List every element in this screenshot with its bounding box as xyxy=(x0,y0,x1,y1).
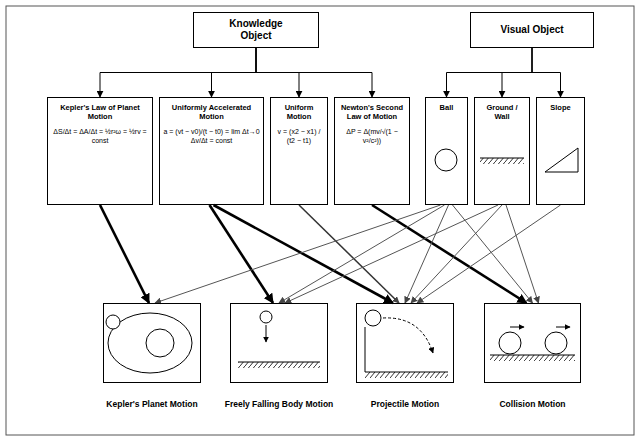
scene-frame xyxy=(230,303,328,383)
ground-hatch xyxy=(365,372,448,378)
visual-object-box: Ball xyxy=(425,97,468,205)
scene-frame xyxy=(103,303,201,383)
tree-connector xyxy=(447,48,533,97)
fall-arrow xyxy=(266,325,267,342)
projectile-ball xyxy=(365,310,381,326)
scene-box: Projectile Motion xyxy=(356,303,454,409)
wall-line xyxy=(365,327,366,372)
velocity-arrow xyxy=(510,327,524,328)
mapping-arrow xyxy=(453,205,533,303)
visual-object-box: Slope xyxy=(536,97,585,205)
tree-connector xyxy=(502,48,532,97)
box-heading: Uniform Motion xyxy=(274,103,324,121)
category-box: Knowledge Object xyxy=(193,12,319,48)
scene-box: Collision Motion xyxy=(484,303,581,409)
box-heading: Ball xyxy=(429,103,464,112)
formula-text: ΔP = Δ(mv/√(1 − v²/c²)) xyxy=(338,127,406,145)
ball-symbol xyxy=(435,149,457,171)
tree-connector xyxy=(256,48,372,97)
box-heading: Newton's Second Law of Motion xyxy=(338,103,406,121)
outer-frame xyxy=(6,6,634,435)
visual-object-box: Ground / Wall xyxy=(474,97,530,205)
tree-connector xyxy=(212,48,257,97)
mapping-arrow xyxy=(417,205,561,303)
scene-label: Collision Motion xyxy=(499,399,565,409)
ground-hatch xyxy=(238,362,320,368)
mapping-arrow xyxy=(506,205,539,303)
scene-label: Kepler's Planet Motion xyxy=(106,399,197,409)
formula-box: Kepler's Law of Planet MotionΔS/Δt = ΔA/… xyxy=(47,97,153,205)
trajectory-arrow xyxy=(383,318,433,353)
formula-box: Newton's Second Law of Motion ΔP = Δ(mv/√… xyxy=(334,97,410,205)
tree-connector xyxy=(100,48,256,97)
box-heading: Ground / Wall xyxy=(478,103,526,121)
formula-text: ΔS/Δt = ΔA/Δt = ½r²ω = ½rv = const xyxy=(51,127,149,145)
slope-symbol xyxy=(545,148,578,172)
box-heading: Kepler's Law of Planet Motion xyxy=(51,103,149,121)
planet-circle xyxy=(106,315,120,329)
formula-text: v = (x2 − x1) / (t2 − t1) xyxy=(274,127,324,145)
scene-frame xyxy=(356,303,454,383)
ground-hatch xyxy=(490,355,575,361)
formula-box: Uniform Motion v = (x2 − x1) / (t2 − t1) xyxy=(270,97,328,205)
formula-text: a = (vt − v0)/(t − t0) = lim Δt→0 Δv/Δt … xyxy=(163,127,260,145)
category-box: Visual Object xyxy=(470,12,594,48)
orbit-ellipse xyxy=(108,313,192,373)
mapping-arrow xyxy=(155,205,441,303)
mapping-arrow xyxy=(299,205,399,303)
scene-box: Kepler's Planet Motion xyxy=(103,303,201,409)
scene-label: Projectile Motion xyxy=(371,399,439,409)
velocity-arrow xyxy=(556,327,570,328)
ground-hatch xyxy=(480,158,524,164)
sun-circle xyxy=(146,329,174,357)
scene-box: Freely Falling Body Motion xyxy=(230,303,328,409)
scene-label: Freely Falling Body Motion xyxy=(225,399,334,409)
mapping-arrow xyxy=(372,205,527,303)
scene-frame xyxy=(484,303,581,383)
category-title: Knowledge Object xyxy=(223,18,289,42)
formula-box: Uniformly Accelerated Motion a = (vt − v0… xyxy=(159,97,264,205)
collision-ball xyxy=(499,332,521,354)
category-title: Visual Object xyxy=(500,24,563,36)
mapping-arrow xyxy=(100,205,149,303)
falling-ball xyxy=(260,311,272,323)
collision-ball xyxy=(545,332,567,354)
box-heading: Uniformly Accelerated Motion xyxy=(163,103,260,121)
mapping-arrow xyxy=(279,205,445,303)
mapping-arrow xyxy=(405,205,449,303)
box-heading: Slope xyxy=(540,103,581,112)
mapping-arrow xyxy=(285,205,498,303)
tree-connector xyxy=(532,48,561,97)
